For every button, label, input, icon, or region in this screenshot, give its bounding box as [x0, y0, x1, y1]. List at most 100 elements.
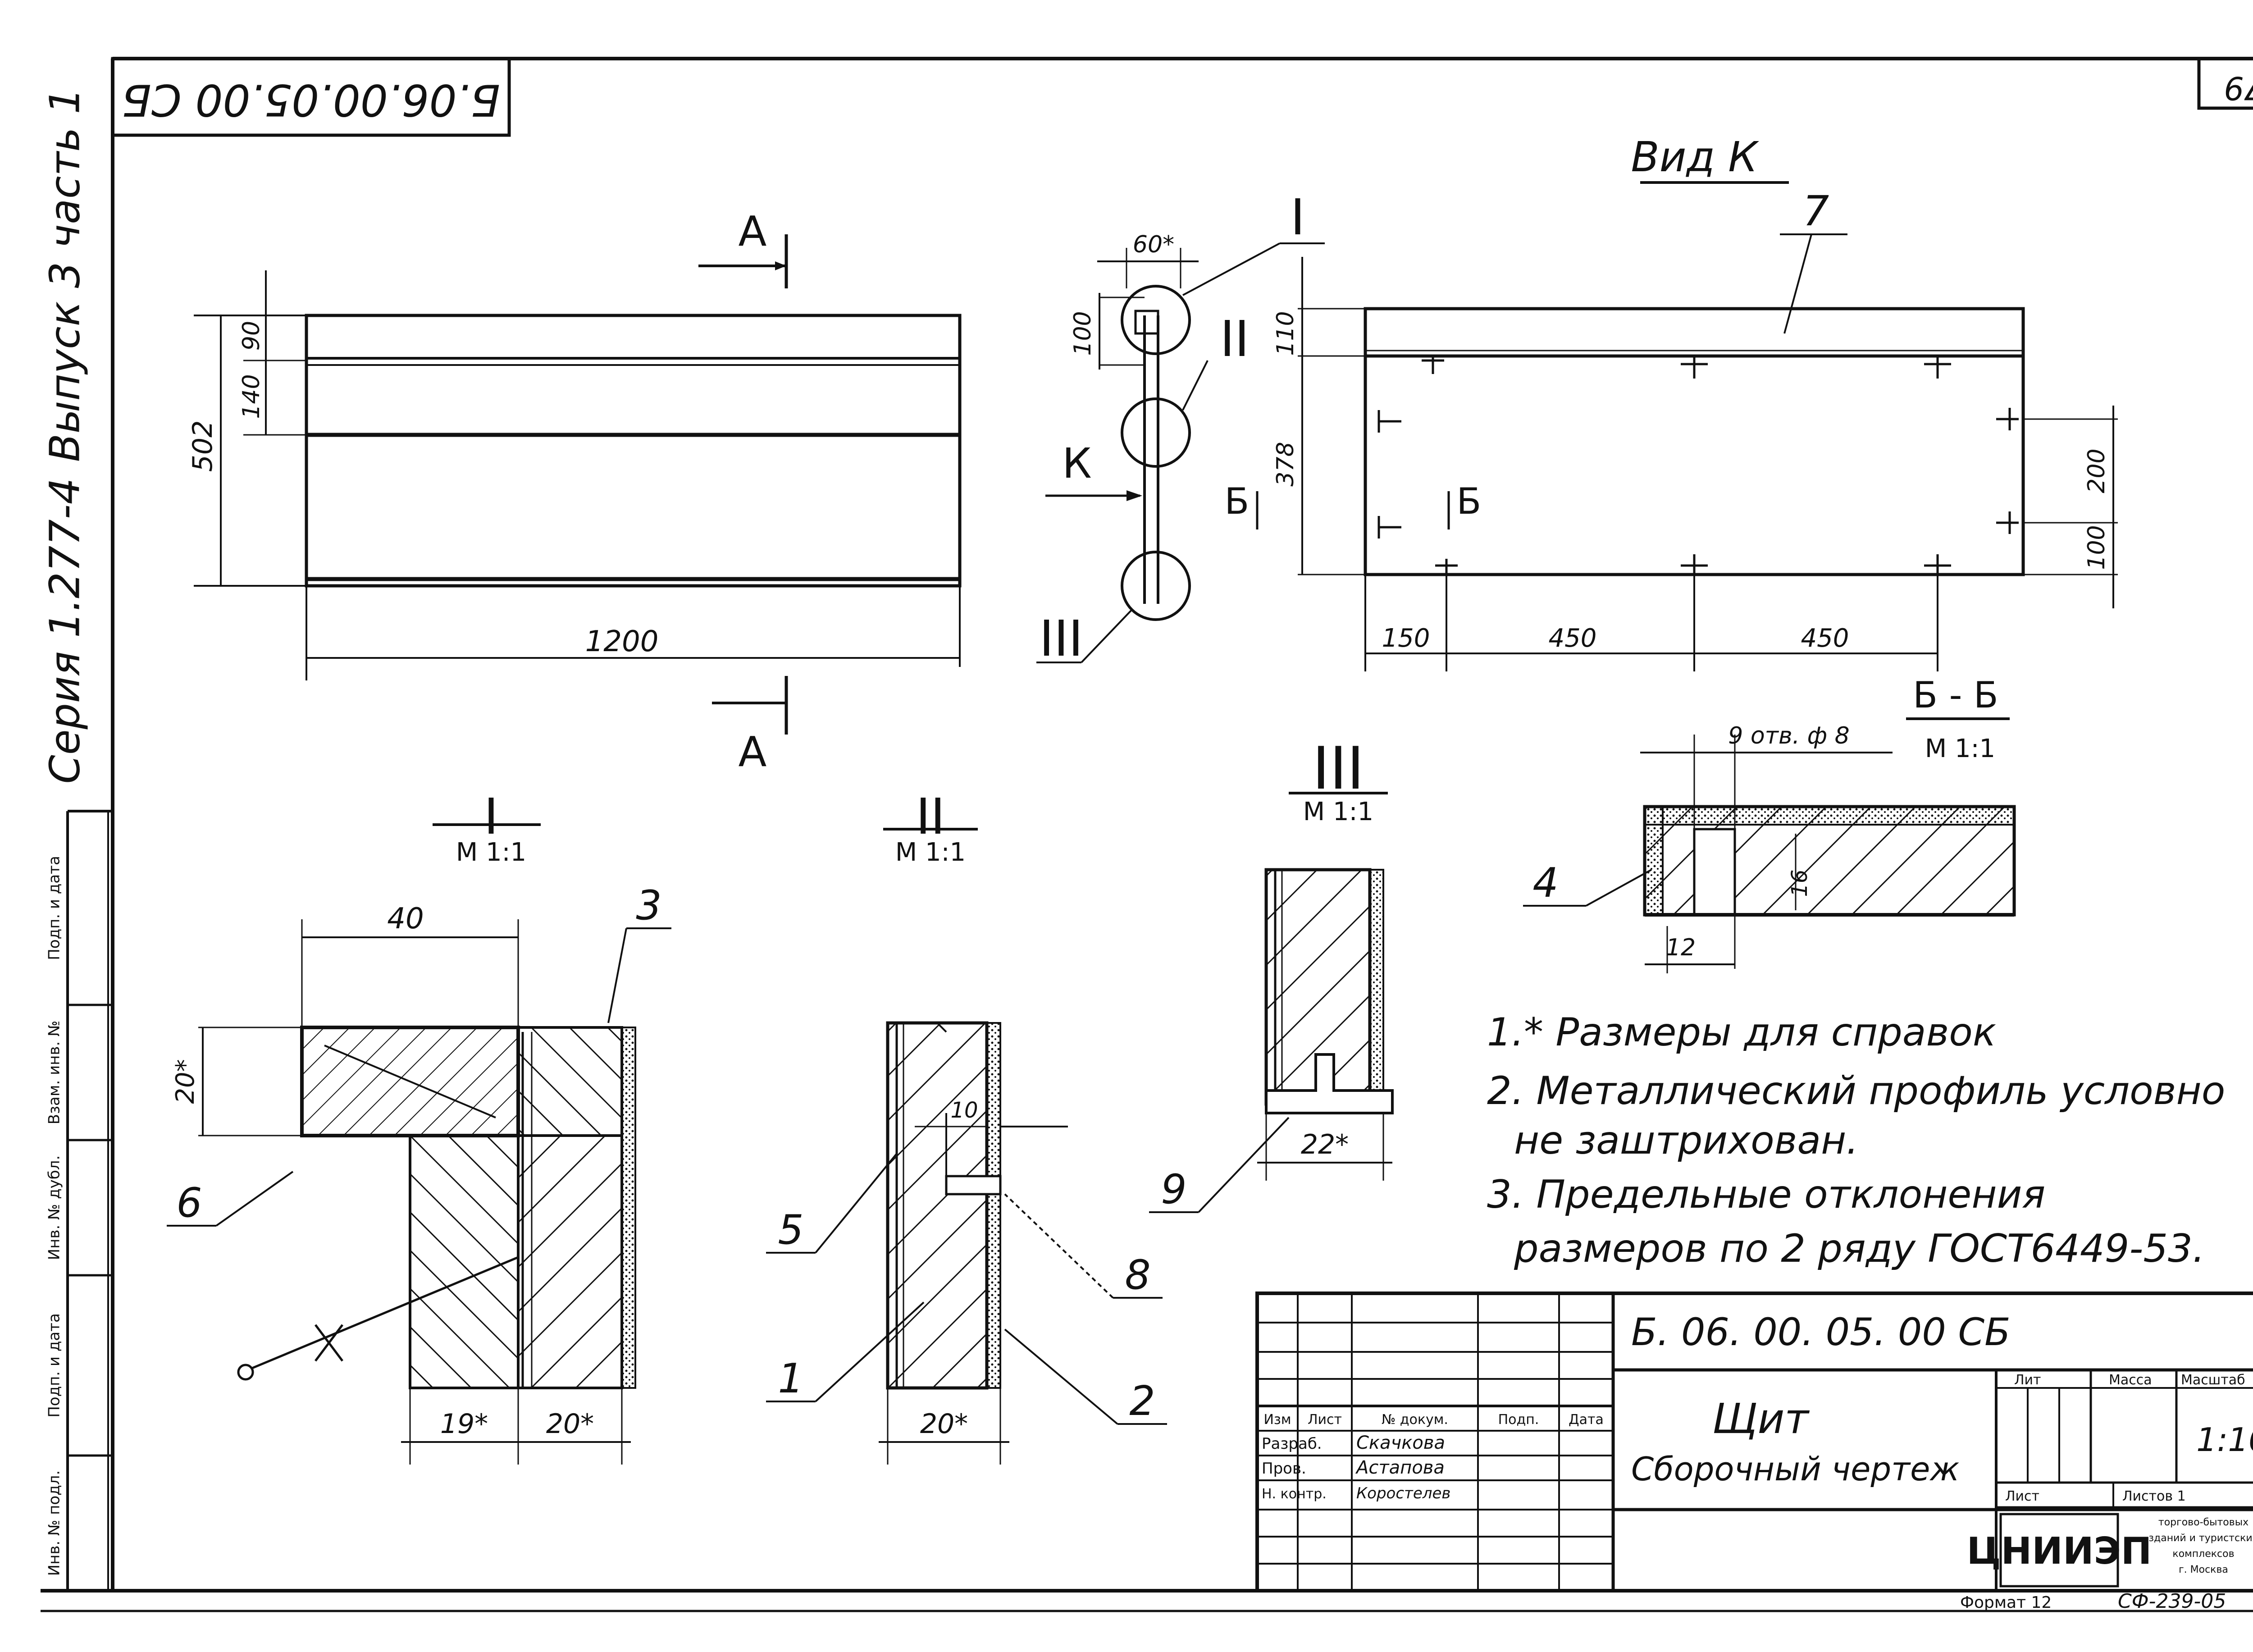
note-1: 1.* Размеры для справок — [1487, 1010, 1996, 1055]
dim-140: 140 — [238, 374, 265, 419]
callout-I: I — [1291, 188, 1305, 246]
view-k: Вид К 7 Б Б 110 — [1225, 133, 2118, 671]
dim-450-b: 450 — [1801, 624, 1849, 653]
detail-2-title: II — [916, 788, 945, 845]
col-list: Лист — [1308, 1412, 1342, 1428]
margin-issue: Выпуск 3 часть 1 — [41, 88, 89, 462]
footer-code: СФ-239-05 — [2118, 1590, 2226, 1613]
callout-1: 1 — [778, 1355, 803, 1402]
dim-10: 10 — [950, 1098, 978, 1123]
side-margin: Выпуск 3 часть 1 Серия 1.277-4 Подп. и д… — [41, 88, 113, 1591]
side-section: 60* 100 I II III К — [1036, 188, 1325, 667]
detail-3-scale: М 1:1 — [1303, 797, 1373, 826]
dim-20b-star: 20* — [546, 1408, 594, 1440]
dim-100-right: 100 — [2083, 525, 2110, 570]
notes: 1.* Размеры для справок 2. Металлический… — [1487, 1010, 2225, 1271]
margin-col-1: Подп. и дата — [46, 856, 64, 960]
section-b-right: Б — [1457, 480, 1482, 522]
callout-7: 7 — [1803, 187, 1829, 235]
detail-1: I М 1:1 40 20* 19* 20* 3 — [167, 788, 671, 1465]
lit-label: Лит — [2014, 1372, 2041, 1388]
dim-110: 110 — [1272, 311, 1299, 356]
title-block: Изм Лист № докум. Подп. Дата Разраб. Ска… — [1255, 1291, 2253, 1593]
sheets-label: Листов 1 — [2122, 1488, 2186, 1504]
name-razrab: Скачкова — [1356, 1433, 1445, 1453]
name-nkontr: Коростелев — [1356, 1484, 1450, 1502]
section-a-bottom: А — [739, 728, 767, 776]
footer-format: Формат 12 — [1960, 1593, 2052, 1612]
col-date: Дата — [1569, 1412, 1604, 1428]
callout-8: 8 — [1125, 1251, 1150, 1299]
designation-stamp: Б.06.00.05.00 СБ — [111, 57, 511, 137]
dim-19-star: 19* — [440, 1408, 488, 1440]
callout-6: 6 — [176, 1179, 202, 1227]
detail-3-title: III — [1312, 734, 1364, 803]
col-sign: Подп. — [1498, 1412, 1539, 1428]
name-prov: Астапова — [1355, 1457, 1445, 1478]
section-bb-scale: М 1:1 — [1925, 734, 1995, 763]
detail-3: III М 1:1 22* 9 — [1149, 734, 1394, 1213]
note-2: 2. Металлический профиль условно — [1487, 1068, 2225, 1114]
dim-60: 60* — [1133, 231, 1174, 258]
view-arrow-k: К — [1062, 439, 1091, 488]
callout-II: II — [1220, 310, 1250, 368]
dim-502: 502 — [187, 420, 219, 472]
dim-1200: 1200 — [585, 625, 659, 658]
margin-col-2: Взам. инв. № — [46, 1021, 64, 1125]
scale-label: Масштаб — [2181, 1372, 2245, 1388]
role-nkontr: Н. контр. — [1262, 1486, 1327, 1502]
note-3-cont: размеров по 2 ряду ГОСТ6449-53. — [1514, 1226, 2205, 1271]
org-line-3: комплексов — [2172, 1548, 2234, 1560]
dim-200: 200 — [2083, 448, 2110, 493]
dim-20-detail2: 20* — [920, 1408, 968, 1440]
footer: Формат 12 СФ-239-05 — [1960, 1590, 2226, 1613]
margin-col-3: Инв. № дубл. — [46, 1155, 64, 1260]
col-doc: № докум. — [1382, 1412, 1448, 1428]
margin-series: Серия 1.277-4 — [41, 478, 89, 784]
role-prov: Пров. — [1262, 1460, 1306, 1478]
dim-16: 16 — [1787, 869, 1812, 897]
tb-name-1: Щит — [1712, 1395, 1810, 1443]
org-logo: ЦНИИЭП — [1967, 1530, 2152, 1573]
section-b-left: Б — [1225, 480, 1250, 522]
callout-III: III — [1039, 610, 1083, 667]
scale-value: 1:10 — [2196, 1421, 2253, 1459]
callout-2: 2 — [1129, 1378, 1155, 1425]
tb-designation: Б. 06. 00. 05. 00 СБ — [1631, 1310, 2011, 1354]
col-izm: Изм — [1263, 1412, 1291, 1428]
sheet-corner-number: 79 — [2224, 69, 2253, 106]
dim-450-a: 450 — [1549, 624, 1597, 653]
sheet-corner: 79 — [2197, 57, 2253, 110]
section-bb: Б - Б М 1:1 9 отв. ф 8 12 16 4 — [1523, 674, 2016, 973]
holes-label: 9 отв. ф 8 — [1728, 722, 1850, 749]
note-2-cont: не заштрихован. — [1514, 1118, 1859, 1163]
role-razrab: Разраб. — [1262, 1435, 1322, 1453]
sheet-label: Лист — [2005, 1488, 2039, 1504]
section-bb-title: Б - Б — [1913, 674, 1998, 716]
note-3: 3. Предельные отклонения — [1487, 1172, 2045, 1217]
org-line-4: г. Москва — [2179, 1564, 2228, 1575]
dim-378: 378 — [1272, 442, 1299, 486]
tb-name-2: Сборочный чертеж — [1631, 1450, 1959, 1488]
callout-4: 4 — [1532, 859, 1558, 907]
callout-3: 3 — [636, 882, 661, 929]
org-line-1: торгово-бытовых — [2158, 1517, 2248, 1528]
designation-rotated: Б.06.00.05.00 СБ — [122, 75, 500, 125]
margin-col-0: Инв. № подл. — [46, 1470, 64, 1576]
view-k-title: Вид К — [1631, 133, 1759, 181]
dim-100-side: 100 — [1069, 311, 1096, 356]
dim-150: 150 — [1382, 624, 1430, 653]
dim-40: 40 — [387, 902, 424, 936]
mass-label: Масса — [2109, 1372, 2152, 1388]
callout-5: 5 — [778, 1206, 803, 1254]
org-line-2: зданий и туристских — [2148, 1533, 2253, 1544]
detail-2: II М 1:1 10 20* 5 1 8 2 — [766, 788, 1167, 1465]
detail-1-title: I — [484, 788, 498, 845]
detail-1-scale: М 1:1 — [456, 838, 526, 867]
section-a-top: А — [739, 207, 767, 256]
dim-90: 90 — [238, 321, 265, 351]
dim-20-star: 20* — [171, 1059, 200, 1104]
dim-12: 12 — [1666, 934, 1696, 961]
